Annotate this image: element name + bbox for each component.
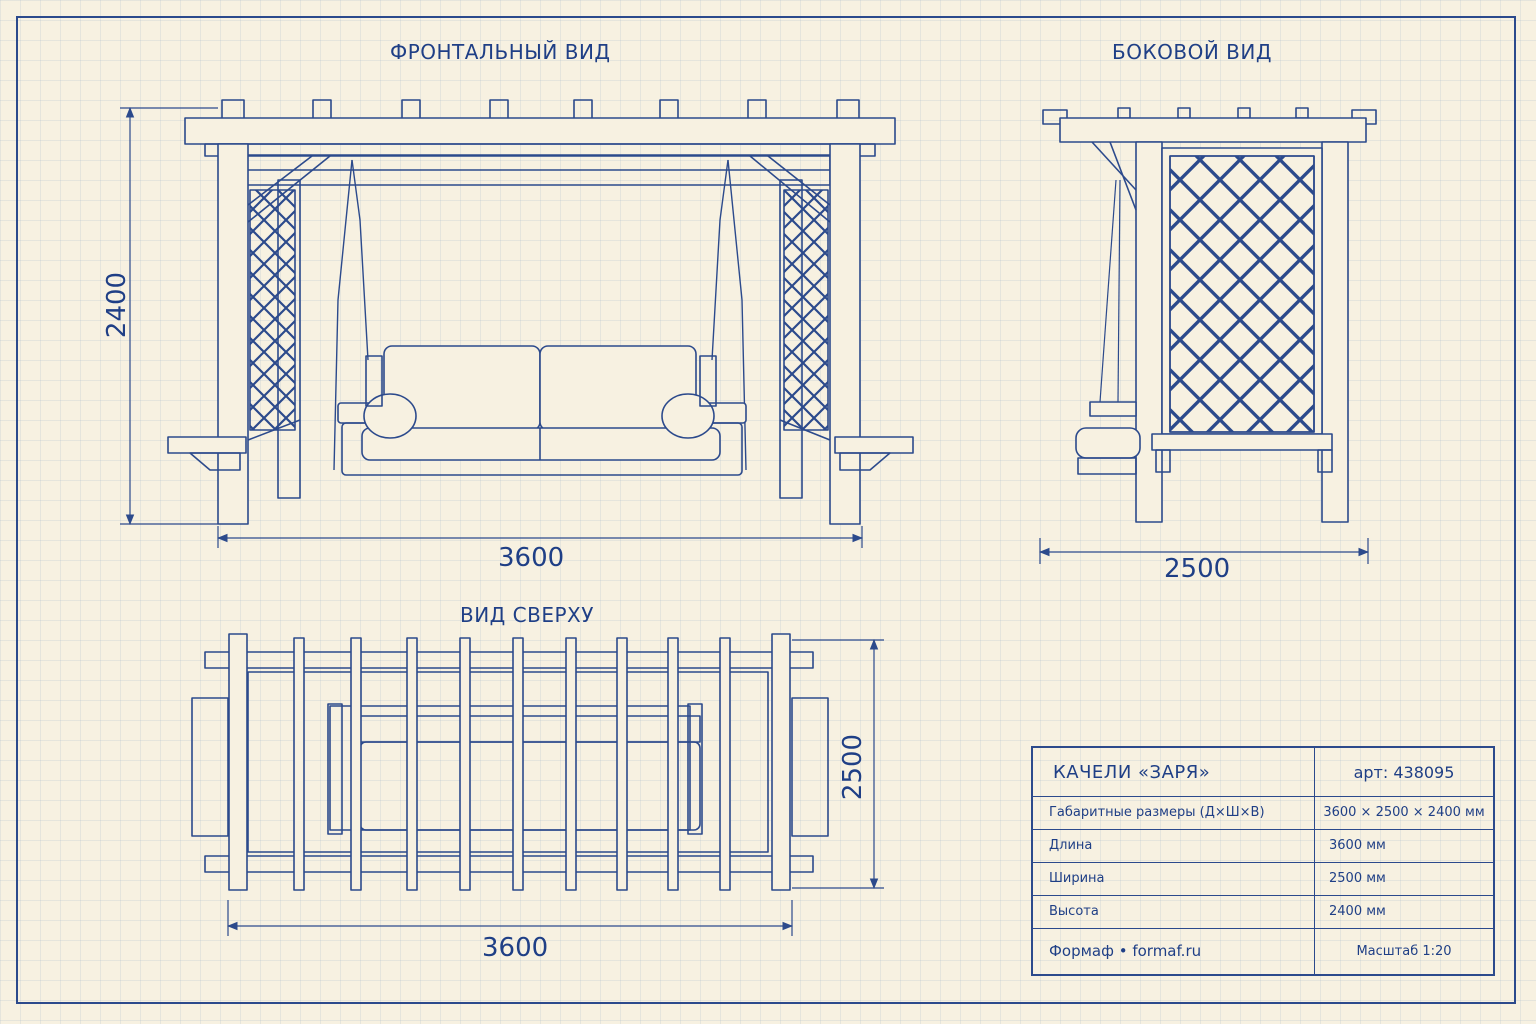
title-block-header: КАЧЕЛИ «ЗАРЯ» арт: 438095 xyxy=(1033,748,1493,797)
spec-value: 3600 × 2500 × 2400 мм xyxy=(1323,805,1485,820)
front-view xyxy=(167,99,914,525)
side-view-title: БОКОВОЙ ВИД xyxy=(1112,40,1272,64)
company-name: Формаф • formaf.ru xyxy=(1033,928,1315,974)
product-name: КАЧЕЛИ «ЗАРЯ» xyxy=(1033,748,1315,796)
spec-value: 2500 мм xyxy=(1329,871,1386,886)
front-view-title: ФРОНТАЛЬНЫЙ ВИД xyxy=(390,40,611,64)
top-dimensions xyxy=(226,638,884,936)
spec-row-height: Высота 2400 мм xyxy=(1033,895,1493,929)
spec-value: 3600 мм xyxy=(1329,838,1386,853)
spec-label: Габаритные размеры (Д×Ш×В) xyxy=(1033,796,1315,829)
article-number: арт: 438095 xyxy=(1353,762,1455,782)
top-view-title: ВИД СВЕРХУ xyxy=(460,603,594,627)
title-block-footer: Формаф • formaf.ru Масштаб 1:20 xyxy=(1033,928,1493,974)
spec-row-overall: Габаритные размеры (Д×Ш×В) 3600 × 2500 ×… xyxy=(1033,796,1493,830)
spec-row-length: Длина 3600 мм xyxy=(1033,829,1493,863)
top-length-dimension: 3600 xyxy=(482,933,549,963)
side-dimensions xyxy=(1038,538,1370,564)
side-view xyxy=(1042,107,1377,523)
title-block: КАЧЕЛИ «ЗАРЯ» арт: 438095 Габаритные раз… xyxy=(1031,746,1495,976)
spec-label: Длина xyxy=(1033,829,1315,862)
drawing-frame xyxy=(16,16,1516,1004)
front-width-dimension: 3600 xyxy=(498,543,565,573)
spec-label: Высота xyxy=(1033,895,1315,928)
spec-value: 2400 мм xyxy=(1329,904,1386,919)
spec-label: Ширина xyxy=(1033,862,1315,895)
top-depth-dimension: 2500 xyxy=(838,733,869,801)
top-view xyxy=(191,633,829,891)
front-dimensions xyxy=(120,106,864,548)
spec-row-width: Ширина 2500 мм xyxy=(1033,862,1493,896)
top-joists xyxy=(228,633,791,891)
front-height-dimension: 2400 xyxy=(102,271,133,339)
drawing-scale: Масштаб 1:20 xyxy=(1356,943,1452,959)
side-width-dimension: 2500 xyxy=(1164,554,1231,584)
